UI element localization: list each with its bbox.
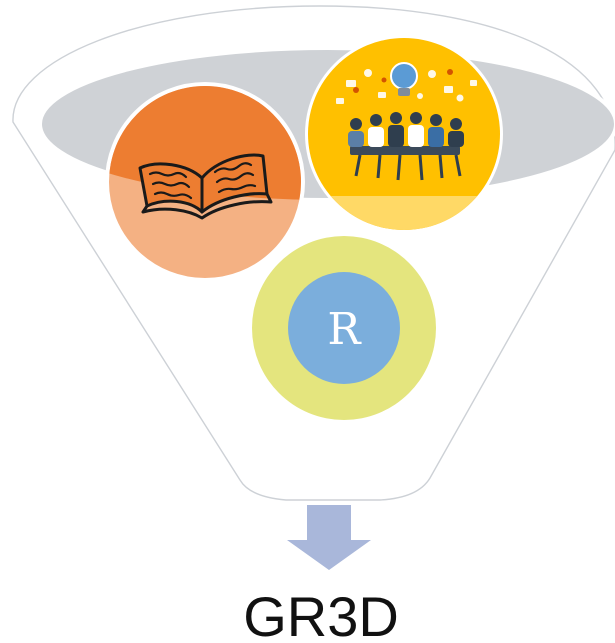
output-label: GR3D [243,585,399,643]
open-book-icon [138,153,273,220]
r-logo-letter: R [327,304,362,355]
r-logo-icon [288,272,400,384]
r-language-bubble: R [249,233,439,423]
book-bubble [105,82,305,282]
team-meeting-bubble [305,35,503,233]
team-meeting-icon [336,62,477,181]
output-arrow [287,505,371,570]
